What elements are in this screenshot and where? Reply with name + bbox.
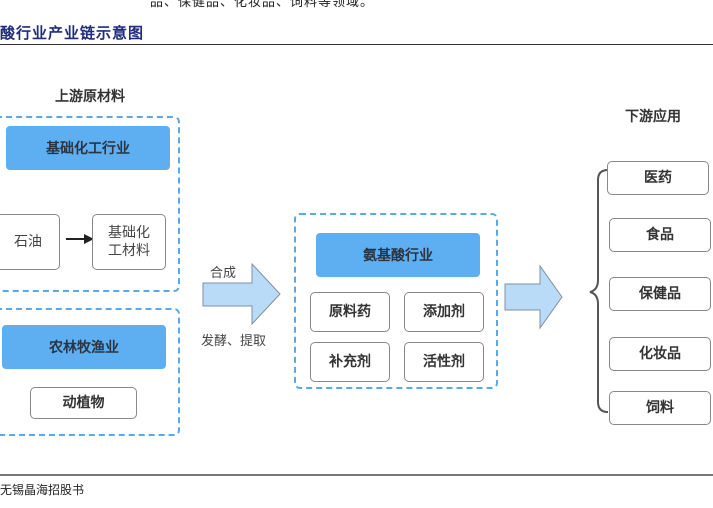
fermentation-label: 发酵、提取 [201,334,267,349]
agri-group-container [0,308,180,436]
downstream-item-health-products: 保健品 [609,277,711,311]
brace-icon [589,169,609,413]
cut-off-paragraph-text: 品、保健品、化妆品、饲料等领域。 [150,0,375,10]
amino-acid-container [294,213,498,389]
agri-industry-box: 农林牧渔业 [2,325,166,369]
animals-plants-box: 动植物 [30,387,137,419]
active-agent-box: 活性剂 [404,342,484,382]
footer-divider [0,474,713,476]
title-divider [0,44,713,45]
amino-acid-industry-box: 氨基酸行业 [316,233,480,277]
chem-materials-box: 基础化 工材料 [92,214,166,270]
downstream-item-medicine: 医药 [607,161,709,195]
downstream-item-feed: 饲料 [609,391,711,425]
downstream-item-cosmetics: 化妆品 [609,337,711,371]
downstream-arrow-icon [504,264,563,330]
source-note: 无锡晶海招股书 [0,483,85,497]
chem-materials-line-2: 工材料 [108,243,150,259]
additive-box: 添加剂 [404,292,484,332]
synthesis-label: 合成 [210,266,237,281]
downstream-heading: 下游应用 [625,109,681,125]
petroleum-box: 石油 [0,214,60,270]
downstream-item-food: 食品 [609,218,711,252]
process-arrow-icon [202,262,281,326]
figure-title: 酸行业产业链示意图 [0,24,145,42]
chem-group-container [0,116,180,292]
chem-industry-box: 基础化工行业 [6,126,170,170]
arrow-icon [66,234,94,244]
supplement-box: 补充剂 [310,342,390,382]
api-box: 原料药 [310,292,390,332]
chem-materials-line-1: 基础化 [108,225,150,241]
upstream-heading: 上游原材料 [55,89,125,105]
